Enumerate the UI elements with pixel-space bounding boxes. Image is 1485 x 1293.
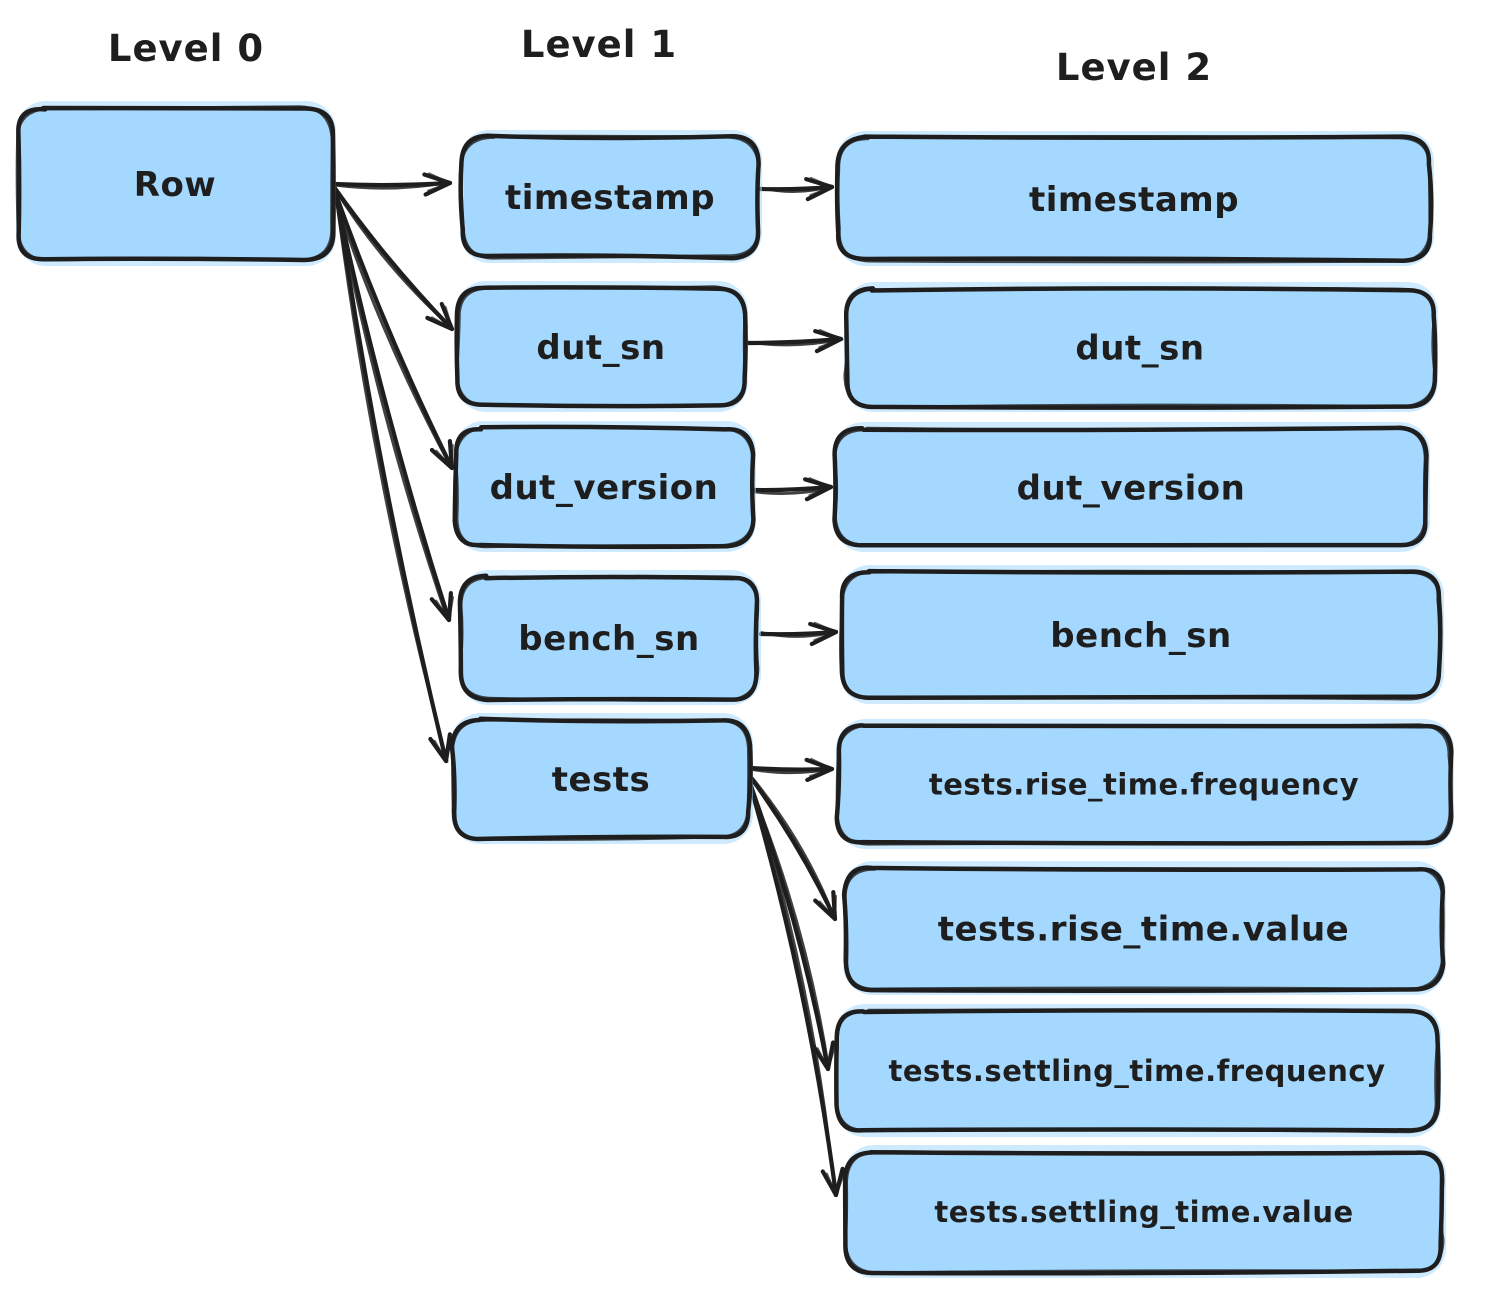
node-label: tests.rise_time.value xyxy=(938,909,1350,949)
arrowhead-sketch xyxy=(808,757,834,778)
node-label: tests.settling_time.value xyxy=(934,1195,1353,1229)
node-box-fill xyxy=(835,1010,1438,1133)
arrowhead-sketch xyxy=(435,596,455,622)
edge-line-sketch xyxy=(333,180,451,190)
edges-layer xyxy=(331,172,846,1198)
node-box-stroke2 xyxy=(844,1150,1445,1275)
node-label: tests.settling_time.frequency xyxy=(889,1054,1386,1088)
node-label: dut_version xyxy=(490,468,719,508)
node-l1-dut_version: dut_version xyxy=(452,421,756,552)
node-label: tests xyxy=(552,760,651,800)
node-l2-settling-value: tests.settling_time.value xyxy=(842,1145,1446,1278)
edge-l1-timestamp-l2-timestamp xyxy=(757,176,835,202)
node-l2-rise-freq: tests.rise_time.frequency xyxy=(834,719,1454,849)
node-l1-dut_sn: dut_sn xyxy=(454,281,748,412)
node-box-stroke2 xyxy=(459,134,761,260)
arrowhead-sketch xyxy=(427,172,452,192)
node-label: dut_sn xyxy=(536,328,665,368)
arrowhead-sketch xyxy=(818,328,843,349)
node-box-stroke2 xyxy=(15,105,334,262)
edge-line-sketch xyxy=(332,186,455,331)
arrowhead-sketch xyxy=(818,894,837,921)
node-l1-tests: tests xyxy=(449,713,753,844)
node-l2-timestamp: timestamp xyxy=(834,131,1434,266)
node-box-fill xyxy=(456,286,745,407)
arrowhead-sketch xyxy=(809,176,834,197)
edge-line-sketch xyxy=(747,772,837,920)
edge-line xyxy=(751,484,834,493)
node-label: timestamp xyxy=(1029,180,1239,220)
node-box-stroke2 xyxy=(836,135,1432,264)
edge-l1-tests-l2-settling-value xyxy=(746,778,846,1198)
edge-line xyxy=(746,772,838,922)
arrowhead-sketch xyxy=(816,1045,836,1071)
edge-line xyxy=(332,188,452,623)
edge-row-l1-dut_sn xyxy=(331,184,455,332)
arrowhead-sketch xyxy=(813,621,838,642)
node-box-stroke2 xyxy=(454,425,755,549)
edge-row-l1-tests xyxy=(333,190,453,764)
node-box-fill xyxy=(845,1151,1444,1274)
node-label: dut_sn xyxy=(1075,328,1204,368)
node-row: Row xyxy=(15,101,336,266)
edge-l1-tests-l2-rise-value xyxy=(746,772,838,922)
node-l2-rise-value: tests.rise_time.value xyxy=(841,861,1446,995)
arrowhead-sketch xyxy=(808,477,833,497)
edge-l1-dut_sn-l2-dut_sn xyxy=(743,328,844,354)
node-label: bench_sn xyxy=(518,619,699,659)
edge-row-l1-timestamp xyxy=(331,172,453,197)
node-l1-timestamp: timestamp xyxy=(458,130,762,263)
node-box-stroke2 xyxy=(834,1008,1439,1134)
arrowhead-sketch xyxy=(435,443,454,470)
node-box-stroke2 xyxy=(833,426,1427,547)
level-1-header: Level 1 xyxy=(521,23,677,66)
node-box-fill xyxy=(845,287,1434,407)
node-box-fill xyxy=(17,108,333,262)
node-box-stroke2 xyxy=(843,286,1437,409)
node-box-fill xyxy=(462,135,759,257)
node-box-stroke2 xyxy=(843,866,1445,991)
node-l2-bench_sn: bench_sn xyxy=(839,565,1444,704)
node-label: timestamp xyxy=(505,178,715,218)
node-box-fill xyxy=(840,570,1441,698)
node-label: Row xyxy=(134,165,216,205)
node-l2-dut_version: dut_version xyxy=(832,422,1430,552)
edge-line xyxy=(331,186,455,471)
edge-line-sketch xyxy=(748,767,833,775)
edge-line-sketch xyxy=(331,189,453,470)
edge-line xyxy=(748,765,835,772)
node-l2-dut_sn: dut_sn xyxy=(843,282,1438,412)
edge-row-l1-bench_sn xyxy=(332,188,455,623)
level-0-header: Level 0 xyxy=(108,27,264,70)
node-box-fill xyxy=(460,576,759,701)
node-box-stroke2 xyxy=(835,723,1453,846)
edge-l1-bench_sn-l2-bench_sn xyxy=(758,621,839,647)
node-box-fill xyxy=(453,719,751,839)
node-box-fill xyxy=(836,724,1452,844)
node-box-fill xyxy=(843,866,1444,990)
edge-l1-dut_version-l2-dut_version xyxy=(751,477,834,502)
node-box-fill xyxy=(835,427,1428,548)
node-box-stroke2 xyxy=(839,569,1443,701)
node-l2-settling-freq: tests.settling_time.frequency xyxy=(834,1004,1441,1137)
node-box-fill xyxy=(454,427,754,546)
edge-line-sketch xyxy=(334,193,449,763)
arrowhead-sketch xyxy=(430,305,454,331)
edge-line-sketch xyxy=(748,778,837,1197)
node-box-stroke2 xyxy=(458,574,760,702)
edge-line-sketch xyxy=(760,184,834,194)
node-l1-bench_sn: bench_sn xyxy=(457,570,761,705)
node-box-stroke2 xyxy=(451,718,750,841)
node-label: tests.rise_time.frequency xyxy=(929,768,1359,802)
edge-row-l1-dut_version xyxy=(331,186,455,471)
node-label: dut_version xyxy=(1017,468,1246,508)
nodes-layer: Row timestamp dut_sn dut_version bench_sntes… xyxy=(15,101,1454,1278)
edge-l1-tests-l2-rise-freq xyxy=(748,757,835,782)
level-2-header: Level 2 xyxy=(1056,46,1212,89)
node-box-fill xyxy=(837,136,1431,261)
node-box-stroke2 xyxy=(455,285,747,409)
node-label: bench_sn xyxy=(1050,616,1231,656)
arrowhead-sketch xyxy=(825,1172,846,1197)
